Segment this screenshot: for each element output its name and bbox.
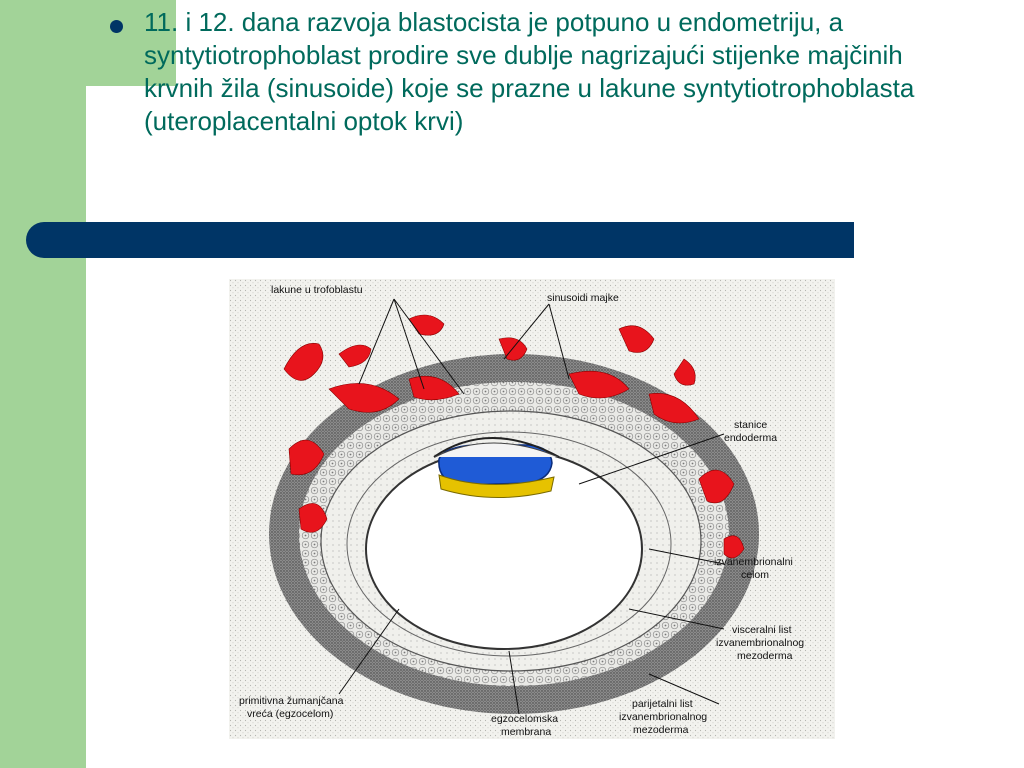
label-mezoderma: mezoderma — [737, 650, 793, 662]
label-egzocelomska: egzocelomska — [491, 713, 559, 725]
label-lakune: lakune u trofoblastu — [271, 284, 363, 296]
corner-fill — [86, 0, 176, 86]
label-celom: celom — [741, 569, 770, 581]
label-parijetalni: parijetalni list — [632, 698, 693, 710]
label-izvanembrionalni: izvanembrionalni — [714, 556, 793, 568]
label-membrana: membrana — [501, 726, 552, 738]
embryo-diagram — [229, 279, 835, 739]
amnion — [433, 437, 560, 458]
title-divider-bar — [26, 222, 854, 258]
slide-body: 11. i 12. dana razvoja blastocista je po… — [110, 6, 930, 138]
label-sinusoidi: sinusoidi majke — [547, 292, 619, 304]
label-primitivna: primitivna žumanjčana — [239, 695, 344, 707]
label-izvanembrionalnog: izvanembrionalnog — [716, 637, 805, 649]
hypoblast — [438, 474, 555, 499]
left-decor-band — [0, 0, 86, 768]
embryo-illustration: lakune u trofoblastu sinusoidi majke sta… — [229, 279, 835, 739]
label-visceralni: visceralni list — [732, 624, 792, 636]
leader-lines — [338, 298, 725, 715]
bullet-paragraph: 11. i 12. dana razvoja blastocista je po… — [144, 7, 915, 136]
amniotic-cavity — [434, 442, 559, 458]
maternal-sinusoids — [283, 314, 745, 559]
label-vreca: vreća (egzocelom) — [247, 708, 334, 720]
bullet-icon — [110, 20, 123, 33]
label-endoderma: endoderma — [724, 432, 778, 444]
coelom-line — [346, 431, 672, 657]
label-izvanembrionalnog2: izvanembrionalnog — [619, 711, 708, 723]
label-mezoderma2: mezoderma — [633, 724, 689, 736]
label-stanice: stanice — [734, 419, 768, 431]
